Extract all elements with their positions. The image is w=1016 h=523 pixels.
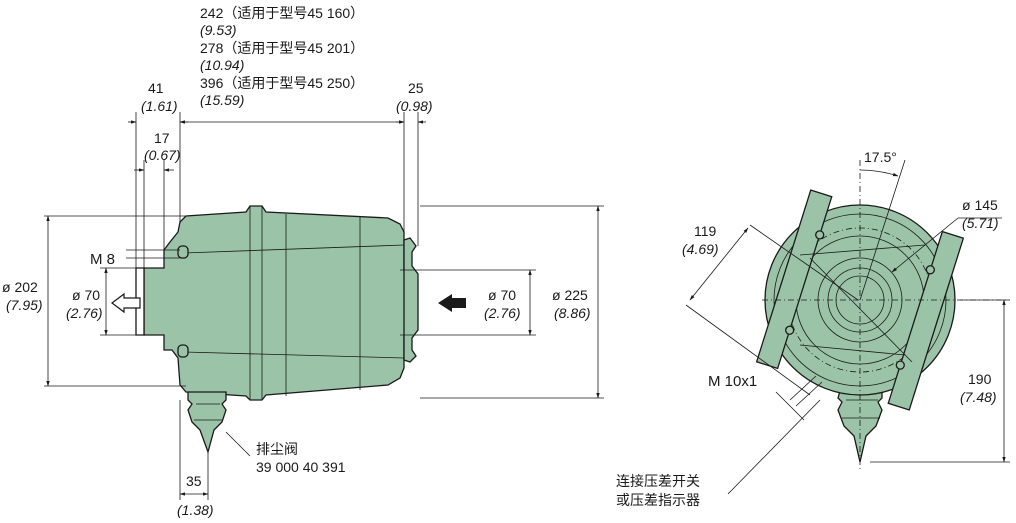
- dim-35-mm: 35: [186, 473, 202, 489]
- outlet-cap: [403, 237, 419, 363]
- filter-housing: [143, 205, 416, 401]
- dim-225-mm: ø 225: [552, 287, 588, 303]
- dim-202-mm: ø 202: [2, 279, 38, 295]
- dim-70-right-mm: ø 70: [488, 287, 516, 303]
- switch-label-line1: 连接压差开关: [616, 473, 700, 489]
- clamp-right: [887, 230, 965, 411]
- dim-119-inch: (4.69): [682, 241, 719, 257]
- dim-202-inch: (7.95): [6, 297, 43, 313]
- dim-190-inch: (7.48): [960, 389, 997, 405]
- angle-label: 17.5°: [864, 149, 897, 165]
- length-variant-2-mm: 278（适用于型号45 201）: [200, 40, 364, 56]
- dim-70-left-mm: ø 70: [72, 287, 100, 303]
- dim-70-right-inch: (2.76): [484, 305, 521, 321]
- dim-17-inch: (0.67): [144, 147, 181, 163]
- end-dimension-lines: [685, 169, 1010, 495]
- length-variant-3-inch: (15.59): [200, 92, 244, 108]
- dim-145-inch: (5.71): [962, 215, 999, 231]
- drain-valve-label: 排尘阀: [256, 441, 298, 457]
- dim-41-mm: 41: [148, 80, 164, 96]
- drain-valve: [187, 391, 227, 455]
- switch-label-line2: 或压差指示器: [616, 492, 700, 508]
- clamp-left: [755, 189, 833, 370]
- end-view: [755, 159, 1010, 470]
- dim-225-inch: (8.86): [554, 305, 591, 321]
- thread-m10x1: M 10x1: [708, 373, 757, 390]
- thread-m8: M 8: [90, 251, 115, 268]
- dim-119-mm: 119: [694, 223, 717, 239]
- inlet-flow-arrow: [111, 292, 141, 314]
- dim-17-mm: 17: [154, 130, 170, 146]
- outlet-flow-arrow: [438, 294, 466, 312]
- length-variant-3-mm: 396（适用于型号45 250）: [200, 75, 364, 91]
- length-variant-1-mm: 242（适用于型号45 160）: [200, 5, 364, 21]
- drain-valve-part-number: 39 000 40 391: [256, 459, 346, 475]
- dim-25-inch: (0.98): [396, 98, 433, 114]
- side-dimension-lines: [44, 112, 604, 500]
- length-variant-2-inch: (10.94): [200, 57, 244, 73]
- dim-35-inch: (1.38): [177, 502, 214, 518]
- length-variant-1-inch: (9.53): [200, 22, 237, 38]
- dim-70-left-inch: (2.76): [66, 305, 103, 321]
- dim-41-inch: (1.61): [141, 98, 178, 114]
- dim-145-mm: ø 145: [962, 197, 998, 213]
- dim-25-mm: 25: [408, 80, 424, 96]
- dim-190-mm: 190: [968, 371, 992, 387]
